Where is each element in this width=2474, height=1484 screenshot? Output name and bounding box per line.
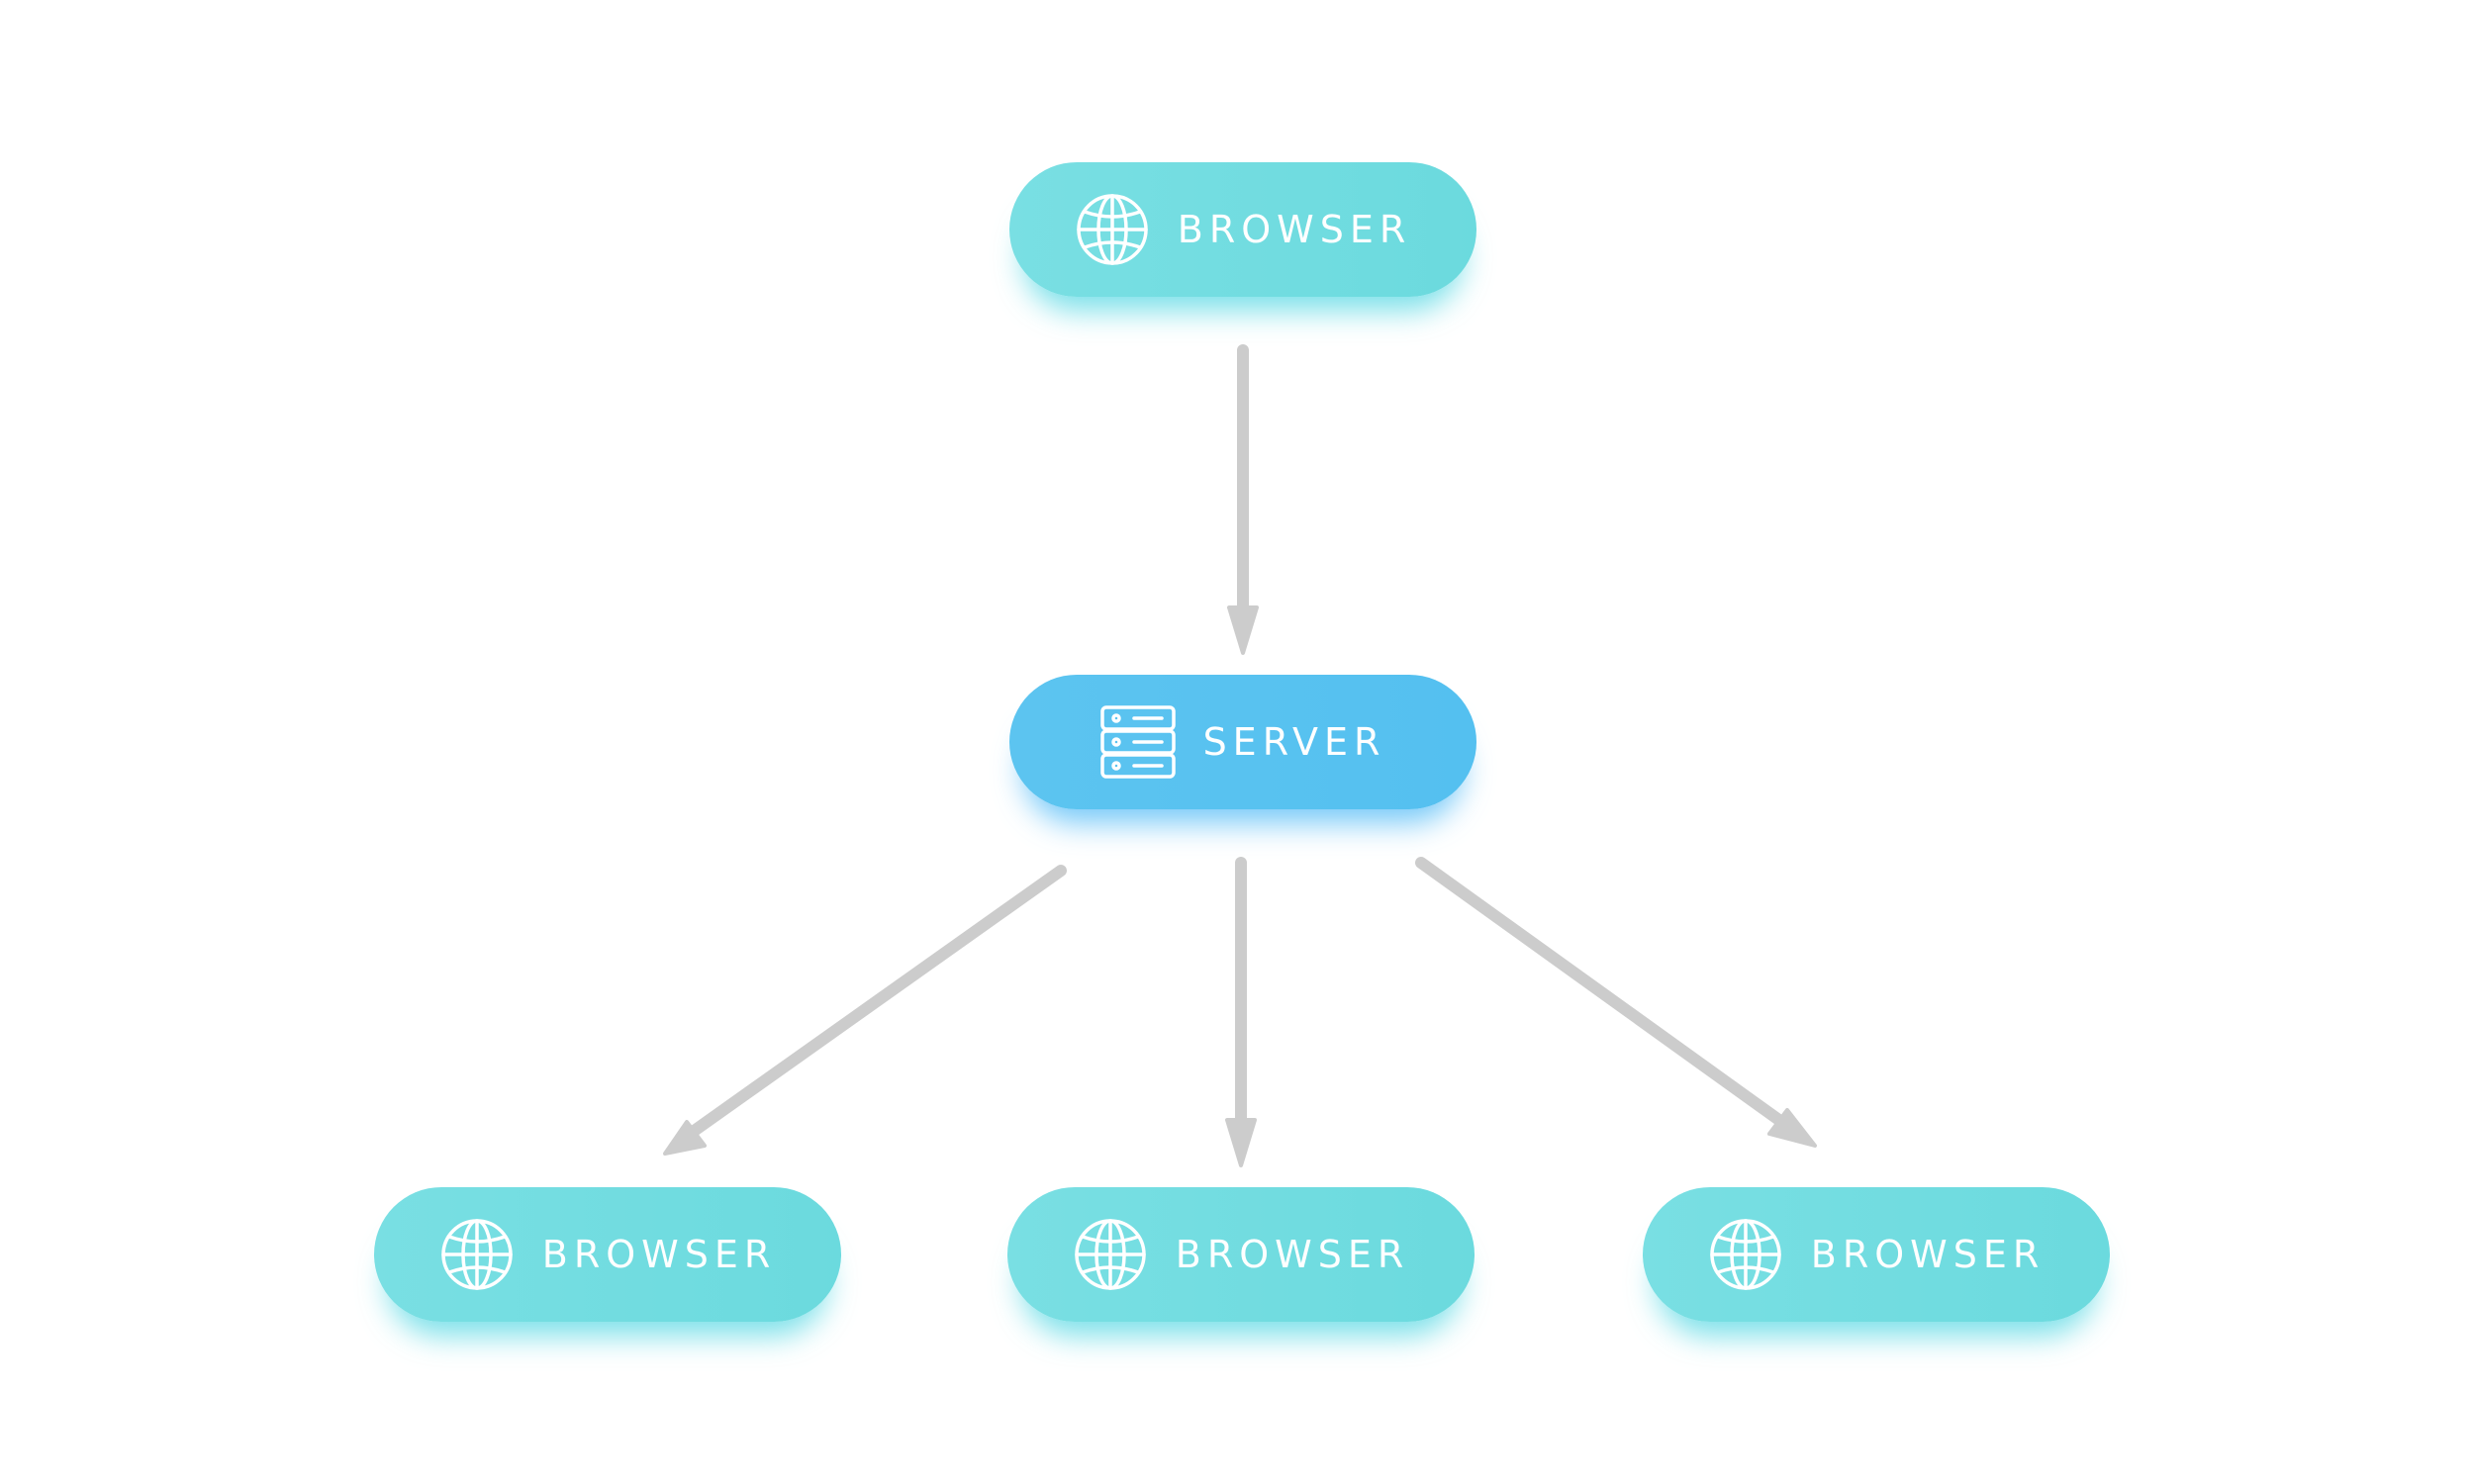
arrow-top-browser-to-server: [1227, 344, 1259, 655]
browser-node-top[interactable]: BROWSER: [1009, 162, 1476, 297]
server-label: SERVER: [1202, 720, 1386, 764]
browser-node-left[interactable]: BROWSER: [374, 1187, 841, 1322]
arrow-server-to-browser-center: [1225, 857, 1257, 1167]
browser-label: BROWSER: [541, 1233, 777, 1276]
browser-label: BROWSER: [1810, 1233, 2046, 1276]
globe-icon: [1708, 1217, 1783, 1292]
globe-icon: [1073, 1217, 1148, 1292]
globe-icon: [1075, 192, 1150, 267]
globe-icon: [439, 1217, 515, 1292]
server-node[interactable]: SERVER: [1009, 675, 1476, 809]
arrow-server-to-browser-right: [1415, 857, 1817, 1148]
browser-node-center[interactable]: BROWSER: [1007, 1187, 1475, 1322]
browser-node-right[interactable]: BROWSER: [1643, 1187, 2110, 1322]
browser-label: BROWSER: [1177, 208, 1412, 251]
arrow-server-to-browser-left: [663, 865, 1067, 1156]
server-icon: [1099, 704, 1176, 780]
browser-label: BROWSER: [1175, 1233, 1410, 1276]
